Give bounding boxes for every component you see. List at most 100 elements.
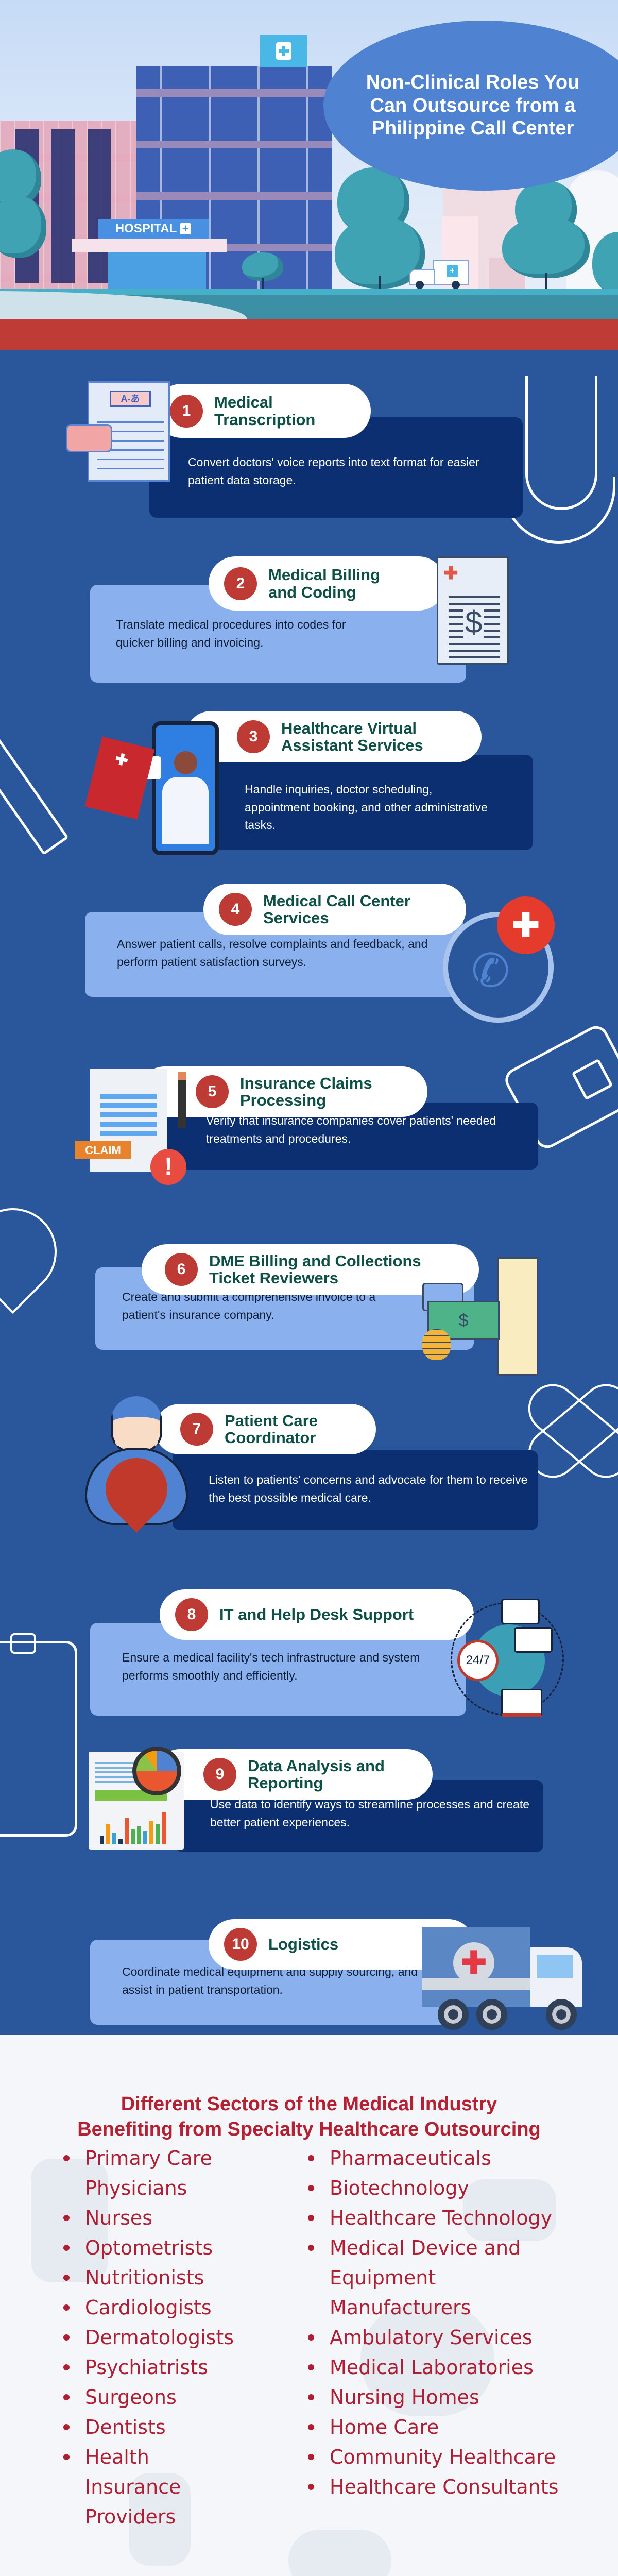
sectors-list-left: Primary Care Physicians Nurses Optometri… — [62, 2143, 247, 2532]
role-title: DME Billing and Collections Ticket Revie… — [209, 1251, 421, 1287]
role-header-9: 9 Data Analysis and Reporting — [154, 1749, 433, 1800]
role-number-badge: 7 — [180, 1413, 213, 1446]
bar-chart — [100, 1811, 172, 1844]
role-title: Medical Call Center Services — [263, 891, 410, 927]
role-number-badge: 2 — [224, 567, 257, 600]
laptop-icon — [501, 1689, 542, 1717]
medical-pattern-background — [129, 2473, 191, 2566]
tree-trunk — [262, 278, 264, 294]
hospital-sign-label: HOSPITAL — [115, 222, 177, 235]
divider-band — [0, 319, 618, 350]
role-number-badge: 1 — [170, 394, 203, 428]
sector-item: Healthcare Consultants — [306, 2472, 574, 2502]
sectors-list-right: Pharmaceuticals Biotechnology Healthcare… — [306, 2143, 574, 2502]
role-title: IT and Help Desk Support — [219, 1605, 414, 1624]
role-description: Listen to patients' concerns and advocat… — [209, 1473, 528, 1504]
sector-item: Nurses — [62, 2203, 247, 2233]
sectors-title-line-2: Benefiting from Specialty Healthcare Out… — [77, 2119, 541, 2141]
sectors-title: Different Sectors of the Medical Industr… — [0, 2092, 618, 2143]
sector-item: Primary Care Physicians — [62, 2143, 247, 2203]
pencil-icon — [178, 1072, 186, 1128]
role-card-3: Handle inquiries, doctor scheduling, app… — [201, 755, 533, 850]
tree — [0, 196, 46, 258]
rooftop-cross-sign — [260, 35, 307, 67]
sector-item: Psychiatrists — [62, 2352, 247, 2382]
sector-item: Dermatologists — [62, 2323, 247, 2352]
role-number-badge: 10 — [224, 1928, 257, 1961]
medical-pattern-background — [288, 2530, 391, 2576]
money-receipt-icon: $ — [422, 1257, 541, 1381]
role-number-badge: 3 — [237, 720, 270, 753]
tree-trunk — [379, 276, 381, 294]
red-cross-badge-icon: ✚ — [497, 896, 555, 954]
plus-icon: + — [180, 223, 192, 234]
hospital-sign: HOSPITAL + — [98, 219, 209, 239]
alert-icon: ! — [150, 1149, 186, 1185]
sector-item: Cardiologists — [62, 2293, 247, 2323]
role-description: Translate medical procedures into codes … — [116, 618, 346, 649]
hero-banner: HOSPITAL + + Non-Clinical Roles You Can … — [0, 0, 618, 319]
sector-item: Surgeons — [62, 2382, 247, 2412]
tree — [502, 216, 590, 278]
ambulance-icon: + — [409, 260, 469, 289]
title-ellipse: Non-Clinical Roles You Can Outsource fro… — [323, 21, 618, 191]
role-header-2: 2 Medical Billing and Coding — [209, 556, 445, 611]
role-header-6: 6 DME Billing and Collections Ticket Rev… — [142, 1244, 479, 1295]
role-header-7: 7 Patient Care Coordinator — [154, 1404, 376, 1454]
sector-item: Nursing Homes — [306, 2382, 574, 2412]
role-number-badge: 5 — [196, 1075, 229, 1108]
tree — [242, 252, 283, 281]
billing-invoice-icon: ✚ $ — [437, 556, 509, 665]
role-description: Verify that insurance companies cover pa… — [206, 1114, 496, 1145]
sectors-title-line-1: Different Sectors of the Medical Industr… — [121, 2093, 497, 2115]
role-number-badge: 4 — [219, 893, 252, 926]
role-header-8: 8 IT and Help Desk Support — [160, 1589, 474, 1640]
role-description: Handle inquiries, doctor scheduling, app… — [245, 783, 488, 832]
helpdesk-24-7-icon: 24/7 — [451, 1599, 564, 1717]
medical-pattern-background — [360, 2303, 494, 2416]
roles-section: Convert doctors' voice reports into text… — [0, 350, 618, 2035]
role-header-1: 1 Medical Transcription — [154, 384, 371, 438]
role-description: Answer patient calls, resolve complaints… — [117, 937, 428, 969]
role-card-8: Ensure a medical facility's tech infrast… — [90, 1623, 466, 1716]
role-title: Data Analysis and Reporting — [248, 1756, 385, 1792]
sector-item: Medical Laboratories — [306, 2352, 574, 2382]
role-title: Insurance Claims Processing — [240, 1074, 372, 1109]
role-description: Convert doctors' voice reports into text… — [188, 455, 479, 487]
entrance-doors — [108, 252, 206, 294]
magnifier-pie-icon — [132, 1747, 181, 1795]
clock-24-7: 24/7 — [457, 1640, 499, 1681]
role-title: Patient Care Coordinator — [225, 1411, 318, 1447]
sector-item: Dentists — [62, 2412, 247, 2442]
role-title: Medical Transcription — [214, 393, 316, 429]
claim-document-icon: CLAIM — [75, 1069, 167, 1172]
entrance-canopy — [72, 239, 227, 252]
role-title: Healthcare Virtual Assistant Services — [281, 719, 423, 754]
medical-pattern-background — [31, 2159, 108, 2282]
sector-item: Nutritionists — [62, 2263, 247, 2293]
claim-label: CLAIM — [75, 1141, 131, 1159]
role-number-badge: 6 — [165, 1253, 198, 1286]
medical-report-icon: ✚ — [84, 736, 155, 820]
ambulance-truck-icon: ✚ — [422, 1927, 585, 2035]
chat-bubble-icon — [501, 1599, 540, 1624]
sector-item: Community Healthcare — [306, 2442, 574, 2472]
transcription-document-icon: A-あ — [66, 381, 170, 482]
voice-bubble-icon — [66, 424, 112, 452]
patient-heart-icon — [85, 1396, 196, 1535]
role-header-4: 4 Medical Call Center Services — [203, 884, 466, 935]
data-report-magnifier-icon — [89, 1747, 184, 1850]
role-title: Medical Billing and Coding — [268, 566, 381, 601]
role-number-badge: 8 — [175, 1598, 208, 1631]
banknote-icon: $ — [427, 1301, 500, 1340]
role-header-5: 5 Insurance Claims Processing — [139, 1066, 427, 1117]
role-description: Ensure a medical facility's tech infrast… — [122, 1651, 420, 1682]
sector-item: Health Insurance Providers — [62, 2442, 247, 2532]
role-title: Logistics — [268, 1935, 339, 1954]
role-number-badge: 9 — [203, 1758, 236, 1791]
sector-item: Pharmaceuticals — [306, 2143, 574, 2173]
chat-bubble-icon — [514, 1627, 553, 1653]
receipt-icon — [497, 1257, 538, 1376]
sectors-section: Different Sectors of the Medical Industr… — [0, 2035, 618, 2576]
role-description: Create and submit a comprehensive invoic… — [122, 1290, 376, 1321]
